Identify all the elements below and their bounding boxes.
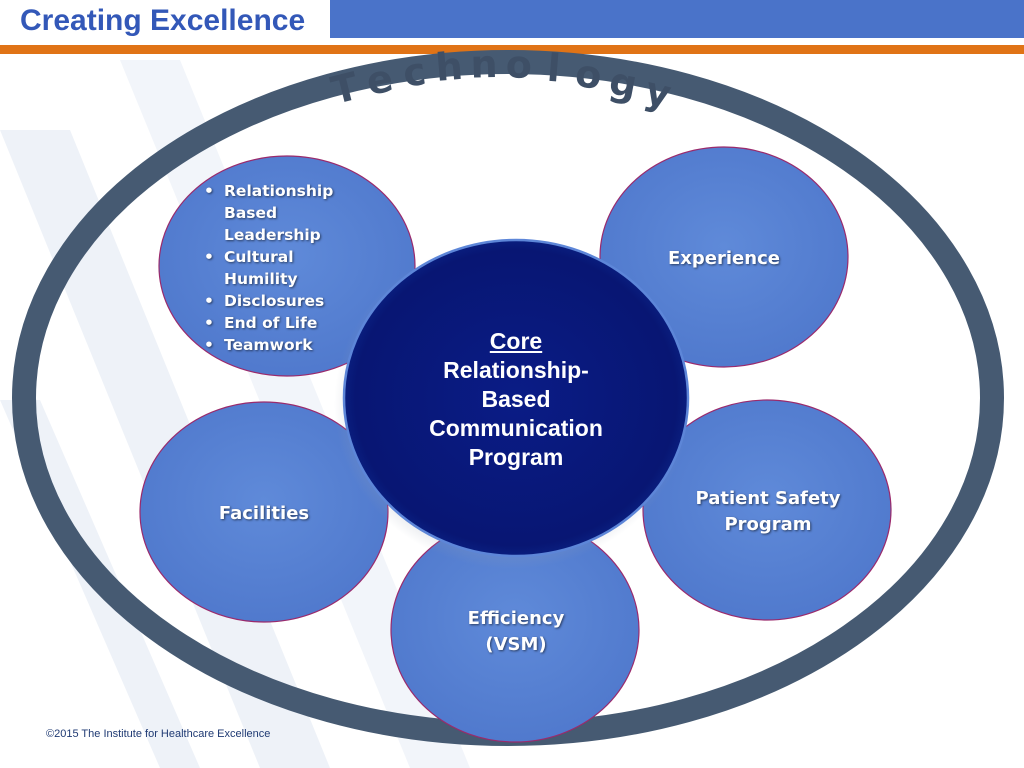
- technology-letter: h: [434, 44, 465, 90]
- core-program-text: Core Relationship- Based Communication P…: [400, 327, 632, 472]
- page-title: Creating Excellence: [20, 4, 306, 37]
- leadership-bullet-list: Relationship Based Leadership Cultural H…: [198, 180, 358, 356]
- technology-letter: l: [545, 46, 562, 91]
- copyright-footer: ©2015 The Institute for Healthcare Excel…: [46, 728, 271, 740]
- experience-label: Experience: [628, 246, 820, 272]
- bullet-item: Cultural Humility: [198, 246, 358, 290]
- bullet-item: Teamwork: [198, 334, 358, 356]
- technology-letter: o: [505, 42, 532, 87]
- bullet-item: Relationship Based Leadership: [198, 180, 358, 246]
- core-circle: [342, 238, 690, 558]
- facilities-label-text: Facilities: [218, 503, 310, 524]
- core-line-1: Relationship-: [443, 357, 589, 383]
- core-line-3: Communication: [429, 415, 603, 441]
- header-divider-white: [0, 38, 1024, 45]
- core-line-2: Based: [481, 386, 551, 412]
- core-line-4: Program: [468, 444, 564, 470]
- header-divider-orange: [0, 45, 1024, 54]
- experience-bubble: [599, 146, 849, 368]
- core-heading: Core: [489, 328, 543, 354]
- efficiency-line-2: (VSM): [485, 634, 547, 655]
- technology-letter: n: [470, 42, 498, 87]
- patient-safety-label: Patient Safety Program: [668, 486, 868, 538]
- bullet-item: End of Life: [198, 312, 358, 334]
- facilities-label: Facilities: [168, 501, 360, 527]
- title-bar-left-panel: [0, 0, 330, 40]
- efficiency-line-1: Efficiency: [467, 608, 565, 629]
- efficiency-label: Efficiency (VSM): [420, 606, 612, 658]
- bullet-item: Disclosures: [198, 290, 358, 312]
- patient-safety-line-2: Program: [724, 514, 812, 535]
- experience-label-text: Experience: [668, 248, 780, 269]
- patient-safety-line-1: Patient Safety: [695, 488, 841, 509]
- technology-letter: o: [573, 51, 605, 98]
